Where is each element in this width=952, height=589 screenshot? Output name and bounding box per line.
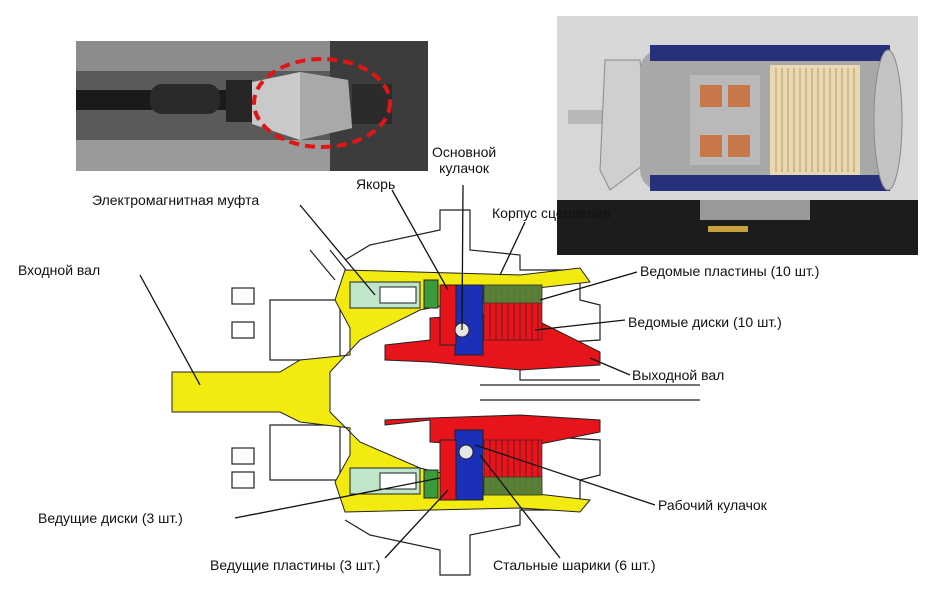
label-em-clutch: Электромагнитная муфта xyxy=(92,192,260,208)
label-input-shaft: Входной вал xyxy=(18,262,101,278)
label-driven-plates: Ведомые пластины (10 шт.) xyxy=(640,263,820,279)
label-armature: Якорь xyxy=(356,176,396,192)
steel-ball-lower xyxy=(458,444,474,460)
label-output-shaft: Выходной вал xyxy=(632,367,725,383)
leader-lines xyxy=(139,184,656,559)
plates-stack-lower xyxy=(483,439,543,496)
input-shaft-shape xyxy=(171,267,591,513)
label-clutch-housing: Корпус сцепления xyxy=(492,205,611,221)
cam-lower xyxy=(454,429,484,501)
plates-stack-upper xyxy=(483,284,543,341)
label-drive-plates: Ведущие пластины (3 шт.) xyxy=(210,557,381,573)
label-steel-balls: Стальные шарики (6 шт.) xyxy=(493,557,656,573)
label-driven-discs: Ведомые диски (10 шт.) xyxy=(628,314,782,330)
label-drive-discs: Ведущие диски (3 шт.) xyxy=(38,510,183,526)
highlight-ellipse xyxy=(252,57,392,149)
label-working-cam: Рабочий кулачок xyxy=(658,497,767,513)
cam-upper xyxy=(454,284,484,356)
label-main-cam: Основной кулачок xyxy=(432,144,497,176)
output-shaft-shape xyxy=(384,311,601,371)
